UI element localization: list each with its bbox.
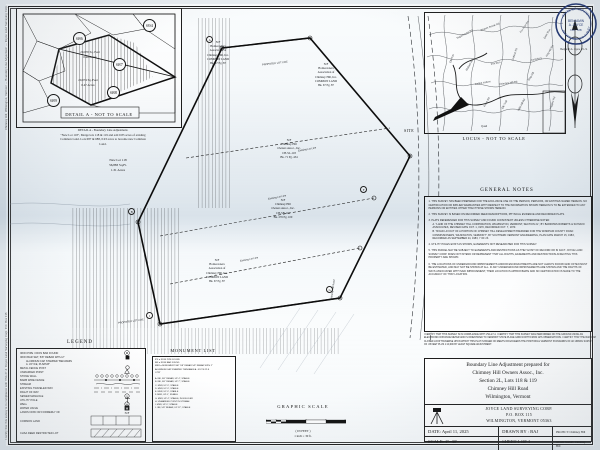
legend-title: LEGEND [67, 340, 93, 345]
parcel-north-common: N/F Homeowners Association of Chimney Hi… [188, 40, 248, 65]
title-head-line-2: Section 2L, Lots 118 & 119 [479, 377, 537, 384]
new-lot-label: New Lot 118 56,883 Sq.Ft. 1.31 Acres [86, 158, 150, 173]
legend-label-8: STREAM [20, 383, 31, 387]
legend-label-4: METAL FENCE POST [20, 366, 46, 370]
parcel-4-line-5: Bk. 67 Pg. 87 [209, 279, 225, 284]
legend-label-10: RIGHT OF WAY [20, 391, 39, 395]
hatch-icon [90, 428, 142, 439]
parcel-northeast-common: N/F Homeowners Association of Chimney Hi… [296, 62, 356, 87]
parcel-0-line-5: Bk. 67 Pg. 87 [210, 61, 226, 66]
title-block-header: Boundary Line Adjustment prepared for Ch… [425, 359, 591, 405]
legend-label-9: EXISTING TRAVELED WAY [20, 387, 54, 391]
legend-row-16: COMMON LAND [17, 415, 145, 428]
title-row-date: DATE: April 11, 2025 DRAWN BY : BAJ PROJ… [425, 426, 591, 438]
legend-label-14: WATER VALVE [20, 407, 38, 411]
title-row-scale: SCALE: 1"=30' SHEET 1 OF 1 ACAD NAME: Ch… [425, 437, 591, 450]
scale-field: SCALE: 1"=30' [425, 437, 500, 450]
sheet-field: SHEET 1 OF 1 [499, 437, 553, 450]
tripod-icon [430, 407, 444, 424]
parcel-south-chsa: N/F Chimney Hill Owners Assoc., Inc. CH-… [252, 198, 314, 219]
general-note-5: 5. THIS PARCEL MAY BE SUBJECT TO EASEMEN… [428, 249, 583, 260]
title-head-line-0: Boundary Line Adjustment prepared for [466, 362, 550, 368]
legend-label-15: LANDS NOW OR FORMERLY OF [20, 411, 61, 415]
legend-box: IRON PIPE / IRON BAR FOUND IRON BAR SET,… [16, 348, 146, 442]
general-note-3a: A. "LAND OF THE CHIMNEY HILL CORPORATION… [432, 222, 585, 230]
title-head-line-3: Chimney Hill Road [487, 385, 529, 392]
graphic-scale-ratio: 1 inch = 30 ft. [294, 433, 312, 438]
graphic-scale-caption: ( IN FEET ) 1 inch = 30 ft. [248, 429, 358, 438]
parcel-2-line-4: Bk. 71 Pg. 434 [280, 154, 298, 159]
general-note-3-text: 3. PLATS REFERENCED FOR THIS SURVEY AND … [428, 219, 550, 223]
monument-list-box: IPF = IRON PIPE FOUND IBF = IRON BAR FOU… [152, 356, 236, 442]
monument-list-title: MONUMENT LIST [170, 348, 216, 353]
legend-label-0: IRON PIPE / IRON BAR FOUND [20, 352, 59, 356]
surveyor-line-2: WILMINGTON, VERMONT 05363 [486, 417, 552, 423]
project-field: PROJECT: Chimney Hill [555, 429, 586, 434]
legend-label-11: SEWER MANHOLE [20, 395, 44, 399]
legend-row-15: LANDS NOW OR FORMERLY OF N/F [17, 411, 145, 415]
parcel-3-line-4: Bk. 276 Pg. 100 [273, 214, 293, 219]
graphic-scale-title: GRAPHIC SCALE [277, 404, 329, 409]
svg-text:A. JOYCE: A. JOYCE [569, 23, 584, 27]
commonland-icon [90, 415, 142, 427]
surveyor-block: JOYCE LAND SURVEYING CORP. P.O. BOX 115 … [425, 405, 591, 427]
legend-label-7: BARB WIRE FENCE [20, 379, 45, 382]
general-note-1: 1. THIS SURVEY HAS BEEN PREPARED FOR THE… [428, 200, 588, 211]
title-head-line-4: Wilmington, Vermont [485, 393, 531, 400]
surveyor-seal-icon: STATE OF VERMONT REGISTERED LAND SURVEYO… [554, 2, 597, 45]
margin-text-bottom: I certify that this survey is in complia… [4, 312, 8, 440]
general-note-6: 6. THE LOCATIONS OF UNDERGROUND IMPROVEM… [428, 262, 588, 277]
square-icon [112, 355, 142, 361]
svg-text:120: 120 [344, 419, 346, 421]
legend-row-17: CHSA DEED RESTRICTED LOT [17, 428, 145, 440]
general-note-3: 3. PLATS REFERENCED FOR THIS SURVEY AND … [429, 219, 588, 240]
general-note-2: 2. THIS SURVEY IS BASED ON RECORDED DEED… [428, 213, 565, 217]
general-notes-box: 1. THIS SURVEY HAS BEEN PREPARED FOR THE… [424, 196, 592, 332]
margin-text-top: Chimney Hill, Wilmington, Vermont — Boun… [4, 5, 8, 130]
legend-label-12: UTILITY POLE [20, 399, 38, 403]
acad-name-field: ACAD NAME: Chimney Hill [555, 439, 586, 448]
new-lot-acres: 1.31 Acres [110, 167, 126, 172]
seal-caption: Benjamin A. Joyce, P.L.S. [560, 48, 588, 51]
legend-label-16: COMMON LAND [20, 419, 40, 423]
legend-label-13: WELL [20, 403, 28, 407]
nf-icon: N/F [124, 410, 130, 415]
drawn-by-field: DRAWN BY : BAJ [499, 426, 553, 437]
legend-label-1: IRON BAR SET, 5/8" REBAR WITH 2" [20, 356, 65, 360]
svg-text:STATE OF VERMONT: STATE OF VERMONT [561, 7, 592, 20]
title-block: Boundary Line Adjustment prepared for Ch… [424, 358, 592, 450]
date-field: DATE: April 11, 2025 [425, 426, 500, 437]
legend-row-1: IRON BAR SET, 5/8" REBAR WITH 2" [17, 355, 145, 361]
parcel-southwest-common: N/F Homeowners Association of Chimney Hi… [186, 258, 248, 283]
svg-text:NO. 728: NO. 728 [570, 28, 582, 32]
parcel-1-line-5: Bk. 67 Pg. 87 [318, 83, 334, 88]
legend-label-6: STONE WALL [20, 374, 37, 378]
general-note-3b: B. "ROAD LAYOUT OF A PORTION OF CHIMNEY … [432, 230, 575, 241]
certification-statement: I CERTIFY THAT THIS SURVEY IS IN COMPLIA… [424, 334, 596, 347]
legend-label-17: CHSA DEED RESTRICTED LOT [20, 432, 59, 436]
title-head-line-1: Chimney Hill Owners Assoc., Inc. [472, 369, 544, 376]
general-notes-title: GENERAL NOTES [480, 188, 534, 193]
monument-entry-9: J. IBF, 5/8" REBAR, UP 12", STABLE [155, 407, 191, 410]
general-note-4: 4. UTILITY POLES EXIST AS SHOWN, EASEMEN… [428, 243, 538, 247]
